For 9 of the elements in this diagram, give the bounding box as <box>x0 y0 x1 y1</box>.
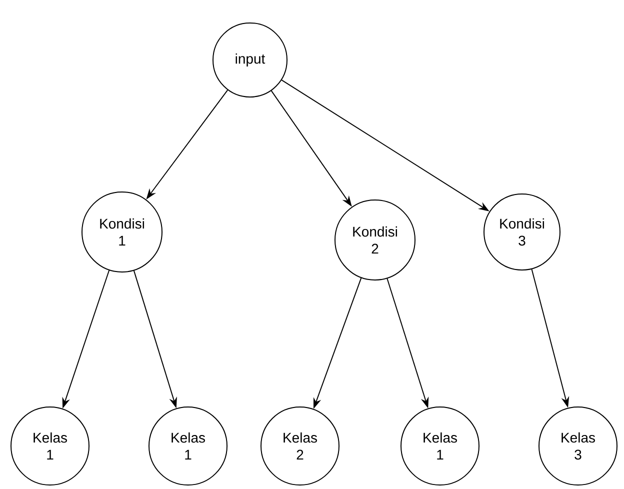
circle-node: Kondisi 2 <box>334 200 416 280</box>
circle-node: Kelas 3 <box>538 406 618 486</box>
circle-node: Kelas 1 <box>400 406 480 486</box>
circle-node: Kelas 2 <box>260 406 340 486</box>
circle-node: Kondisi 3 <box>484 194 560 270</box>
circle-node: Kelas 1 <box>148 406 228 486</box>
circle-node: Kondisi 1 <box>82 192 162 272</box>
circle-node: Kelas 1 <box>10 406 90 486</box>
circle-node: input <box>212 22 288 98</box>
